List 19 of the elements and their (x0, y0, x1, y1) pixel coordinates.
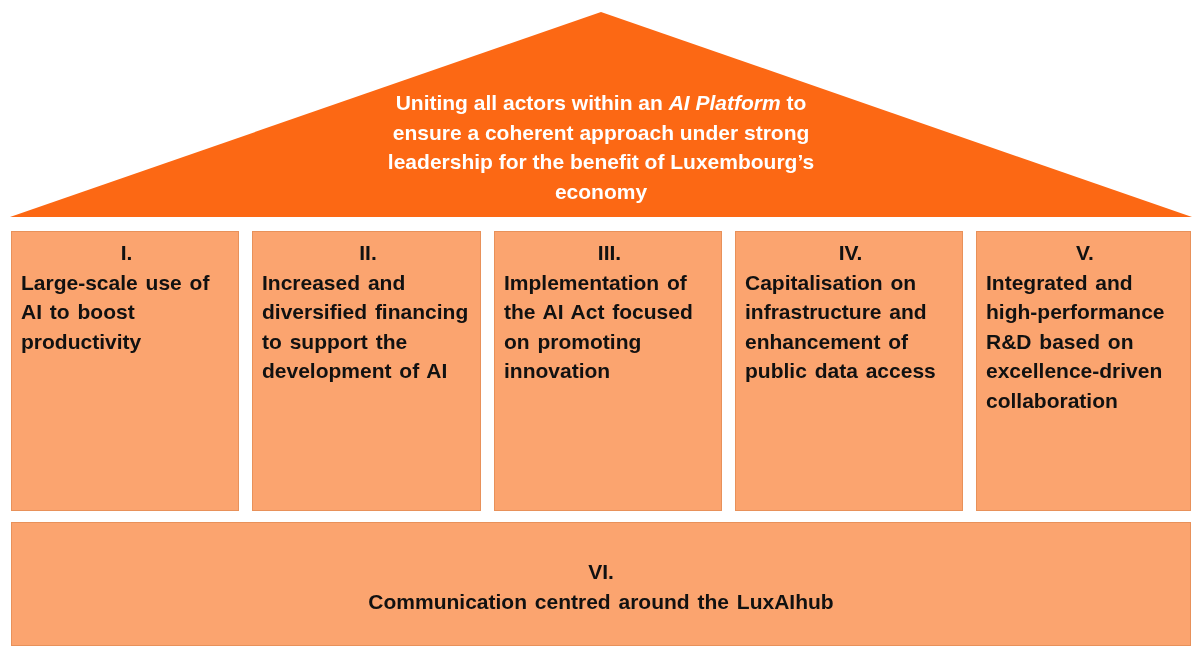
pillar-box (976, 231, 1191, 511)
roman-numeral: V. (1075, 240, 1095, 266)
pillar-text: Integrated and high-performance R&D based on excellence-driven collaboration (986, 269, 1166, 414)
pillar-text: Large-scale use of AI to boost productivity (21, 269, 211, 355)
pillar-box (735, 231, 963, 511)
pillar-text: Implementation of the AI Act focused on promoting innovation (504, 269, 694, 384)
pillar-box (494, 231, 722, 511)
pillar-box (11, 231, 239, 511)
pillar-text: Increased and diversified financing to support the development of AI (262, 269, 470, 384)
pillar-text: Communication centred around the LuxAIhub (367, 588, 835, 615)
pillar-box (252, 231, 481, 511)
roman-numeral: VI. (587, 559, 615, 585)
roof-text: Uniting all actors within an AI Platform to ensure a coherent approach under strong leadership for the benefit of Luxembourg’s economy (386, 90, 816, 205)
pillar-text: Capitalisation on infrastructure and enhancement of public data access (745, 269, 937, 384)
roman-numeral: IV. (837, 240, 864, 266)
roman-numeral: III. (596, 240, 623, 266)
foundation-box (11, 522, 1191, 646)
roman-numeral: I. (119, 240, 134, 266)
roman-numeral: II. (358, 240, 378, 266)
